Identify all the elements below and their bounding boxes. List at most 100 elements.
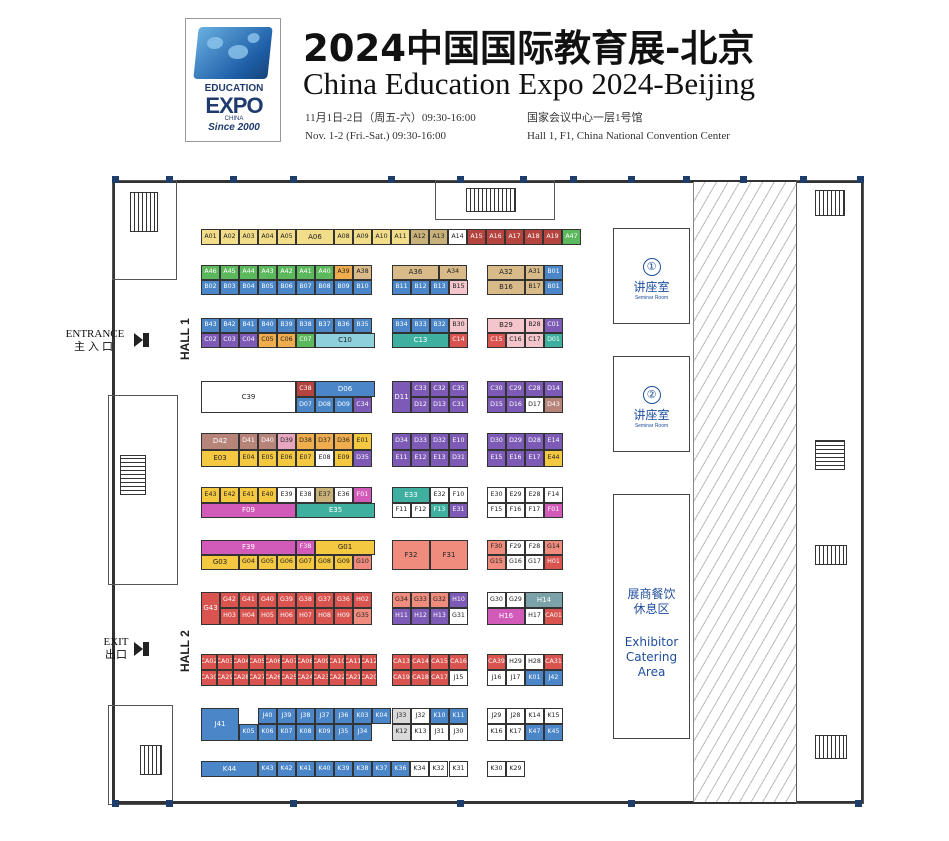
booth-f29[interactable]: F29 bbox=[506, 540, 525, 555]
booth-c04[interactable]: C04 bbox=[239, 333, 258, 348]
booth-g08[interactable]: G08 bbox=[315, 555, 334, 570]
booth-ca15[interactable]: CA15 bbox=[430, 654, 449, 670]
booth-k37[interactable]: K37 bbox=[372, 761, 391, 777]
booth-a17[interactable]: A17 bbox=[505, 229, 524, 245]
booth-ca29[interactable]: CA29 bbox=[217, 670, 233, 686]
booth-ca19[interactable]: CA19 bbox=[392, 670, 411, 686]
booth-b17[interactable]: B17 bbox=[525, 280, 544, 295]
booth-j41[interactable]: J41 bbox=[201, 708, 239, 741]
booth-a13[interactable]: A13 bbox=[429, 229, 448, 245]
booth-h29[interactable]: H29 bbox=[506, 654, 525, 670]
booth-k41[interactable]: K41 bbox=[296, 761, 315, 777]
booth-d12[interactable]: D12 bbox=[411, 397, 430, 413]
booth-h04[interactable]: H04 bbox=[239, 608, 258, 625]
exit-door-icon[interactable] bbox=[143, 642, 149, 656]
booth-e12[interactable]: E12 bbox=[411, 450, 430, 467]
booth-b16[interactable]: B16 bbox=[487, 280, 525, 295]
booth-d38[interactable]: D38 bbox=[296, 433, 315, 450]
booth-a05[interactable]: A05 bbox=[277, 229, 296, 245]
booth-d30[interactable]: D30 bbox=[487, 433, 506, 450]
booth-h28[interactable]: H28 bbox=[525, 654, 544, 670]
booth-ca02[interactable]: CA02 bbox=[201, 654, 217, 670]
booth-g03[interactable]: G03 bbox=[201, 555, 239, 570]
booth-b13[interactable]: B13 bbox=[430, 280, 449, 295]
booth-ca30[interactable]: CA30 bbox=[201, 670, 217, 686]
booth-ca09[interactable]: CA09 bbox=[313, 654, 329, 670]
booth-d39[interactable]: D39 bbox=[277, 433, 296, 450]
booth-ca22[interactable]: CA22 bbox=[329, 670, 345, 686]
booth-f28[interactable]: F28 bbox=[525, 540, 544, 555]
booth-g07[interactable]: G07 bbox=[296, 555, 315, 570]
booth-h08[interactable]: H08 bbox=[315, 608, 334, 625]
seminar-room-2[interactable]: ② 讲座室 Seminar Room bbox=[613, 356, 690, 452]
booth-c38[interactable]: C38 bbox=[296, 381, 315, 397]
booth-g34[interactable]: G34 bbox=[392, 592, 411, 608]
booth-d29[interactable]: D29 bbox=[506, 433, 525, 450]
booth-b34[interactable]: B34 bbox=[392, 318, 411, 333]
booth-d41[interactable]: D41 bbox=[239, 433, 258, 450]
booth-k34[interactable]: K34 bbox=[410, 761, 429, 777]
booth-g29[interactable]: G29 bbox=[506, 592, 525, 608]
booth-a09[interactable]: A09 bbox=[353, 229, 372, 245]
booth-b02[interactable]: B02 bbox=[201, 280, 220, 295]
booth-g05[interactable]: G05 bbox=[258, 555, 277, 570]
booth-j39[interactable]: J39 bbox=[277, 708, 296, 724]
booth-k43[interactable]: K43 bbox=[258, 761, 277, 777]
booth-d11[interactable]: D11 bbox=[392, 381, 411, 413]
booth-ca06[interactable]: CA06 bbox=[265, 654, 281, 670]
booth-d31[interactable]: D31 bbox=[449, 450, 468, 467]
booth-e13[interactable]: E13 bbox=[430, 450, 449, 467]
booth-b03[interactable]: B03 bbox=[220, 280, 239, 295]
booth-c13[interactable]: C13 bbox=[392, 333, 449, 348]
booth-g38[interactable]: G38 bbox=[296, 592, 315, 608]
booth-b33[interactable]: B33 bbox=[411, 318, 430, 333]
booth-a44[interactable]: A44 bbox=[239, 265, 258, 280]
booth-a11[interactable]: A11 bbox=[391, 229, 410, 245]
booth-c35[interactable]: C35 bbox=[449, 381, 468, 397]
booth-ca25[interactable]: CA25 bbox=[281, 670, 297, 686]
booth-c30[interactable]: C30 bbox=[487, 381, 506, 397]
booth-a31[interactable]: A31 bbox=[525, 265, 544, 280]
booth-ca31[interactable]: CA31 bbox=[544, 654, 563, 670]
booth-g32[interactable]: G32 bbox=[430, 592, 449, 608]
booth-e05[interactable]: E05 bbox=[258, 450, 277, 467]
booth-g15[interactable]: G15 bbox=[487, 555, 506, 570]
booth-k11[interactable]: K11 bbox=[449, 708, 468, 724]
booth-c10[interactable]: C10 bbox=[315, 333, 375, 348]
booth-a08[interactable]: A08 bbox=[334, 229, 353, 245]
booth-a32[interactable]: A32 bbox=[487, 265, 525, 280]
booth-e16[interactable]: E16 bbox=[506, 450, 525, 467]
booth-j30[interactable]: J30 bbox=[449, 724, 468, 741]
booth-h09[interactable]: H09 bbox=[334, 608, 353, 625]
booth-k38[interactable]: K38 bbox=[353, 761, 372, 777]
booth-a43[interactable]: A43 bbox=[258, 265, 277, 280]
booth-g41[interactable]: G41 bbox=[239, 592, 258, 608]
booth-g42[interactable]: G42 bbox=[220, 592, 239, 608]
booth-e32[interactable]: E32 bbox=[430, 487, 449, 503]
booth-k10[interactable]: K10 bbox=[430, 708, 449, 724]
booth-k04[interactable]: K04 bbox=[372, 708, 391, 724]
booth-h05[interactable]: H05 bbox=[258, 608, 277, 625]
booth-d01[interactable]: D01 bbox=[544, 333, 563, 348]
booth-d28[interactable]: D28 bbox=[525, 433, 544, 450]
booth-c28[interactable]: C28 bbox=[525, 381, 544, 397]
booth-f12[interactable]: F12 bbox=[411, 503, 430, 518]
booth-h10[interactable]: H10 bbox=[449, 592, 468, 608]
booth-ca13[interactable]: CA13 bbox=[392, 654, 411, 670]
catering-area[interactable]: 展商餐饮 休息区 Exhibitor Catering Area bbox=[613, 494, 690, 739]
booth-ca12[interactable]: CA12 bbox=[361, 654, 377, 670]
booth-ca24[interactable]: CA24 bbox=[297, 670, 313, 686]
booth-k07[interactable]: K07 bbox=[277, 724, 296, 741]
booth-a45[interactable]: A45 bbox=[220, 265, 239, 280]
booth-h12[interactable]: H12 bbox=[411, 608, 430, 625]
booth-c07[interactable]: C07 bbox=[296, 333, 315, 348]
booth-j33[interactable]: J33 bbox=[392, 708, 411, 724]
booth-a18[interactable]: A18 bbox=[524, 229, 543, 245]
booth-a16[interactable]: A16 bbox=[486, 229, 505, 245]
booth-ca04[interactable]: CA04 bbox=[233, 654, 249, 670]
booth-e35[interactable]: E35 bbox=[296, 503, 375, 518]
booth-e10[interactable]: E10 bbox=[449, 433, 468, 450]
booth-e30[interactable]: E30 bbox=[487, 487, 506, 503]
booth-c03[interactable]: C03 bbox=[220, 333, 239, 348]
booth-k47[interactable]: K47 bbox=[525, 724, 544, 741]
